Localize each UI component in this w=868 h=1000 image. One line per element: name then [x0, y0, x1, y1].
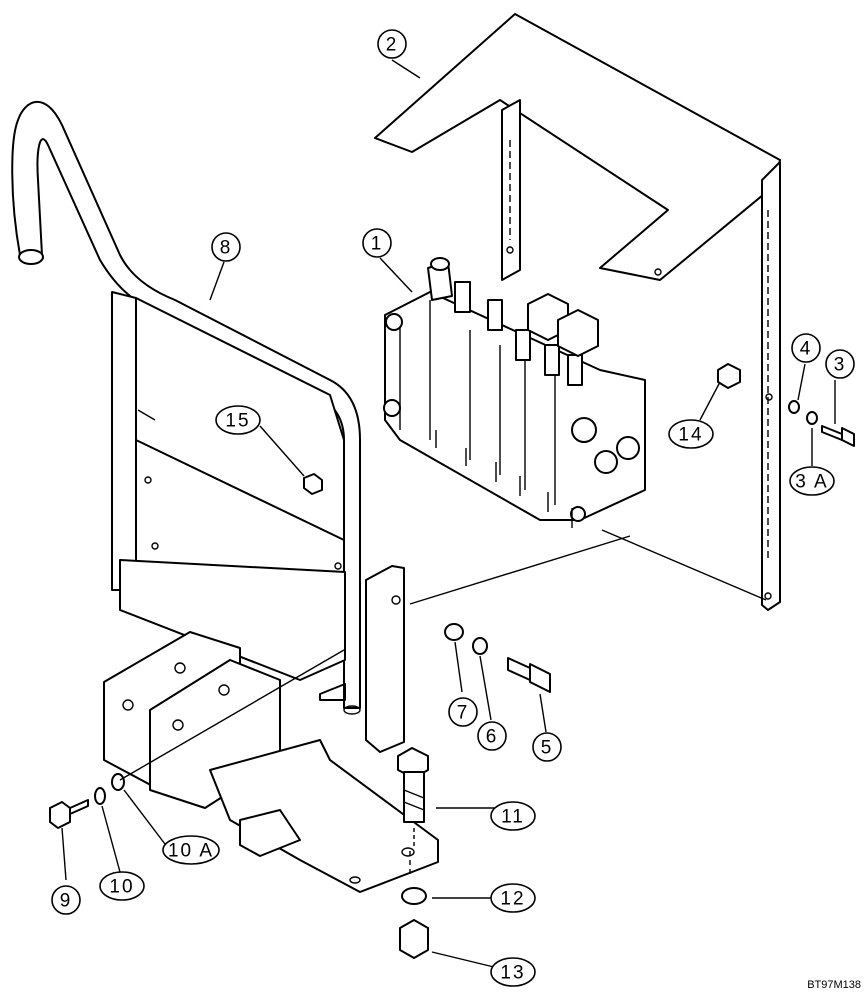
callout-2: 2 — [377, 29, 407, 59]
hardware-parts — [49, 363, 855, 959]
svg-text:8: 8 — [220, 238, 233, 259]
svg-text:4: 4 — [800, 339, 813, 360]
svg-text:3 A: 3 A — [795, 472, 828, 493]
svg-text:10: 10 — [109, 877, 134, 898]
callout-1: 1 — [362, 228, 392, 258]
callout-5: 5 — [532, 732, 562, 762]
callout-4: 4 — [791, 333, 821, 363]
callout-10: 10 — [99, 871, 145, 901]
callout-7: 7 — [448, 697, 478, 727]
callout-6: 6 — [477, 721, 507, 751]
callout-3: 3 — [825, 349, 855, 379]
svg-text:13: 13 — [500, 963, 525, 984]
mounting-bracket-part — [374, 13, 781, 611]
leader-lines — [61, 59, 836, 969]
callout-3a: 3 A — [789, 466, 835, 496]
svg-text:14: 14 — [678, 425, 703, 446]
svg-text:6: 6 — [486, 727, 499, 748]
svg-text:1: 1 — [371, 234, 384, 255]
callout-15: 15 — [215, 405, 261, 435]
svg-text:12: 12 — [500, 889, 525, 910]
callout-12: 12 — [490, 883, 536, 913]
svg-text:7: 7 — [457, 703, 470, 724]
svg-text:5: 5 — [541, 738, 554, 759]
callout-8: 8 — [211, 232, 241, 262]
callout-11: 11 — [490, 801, 536, 831]
callout-13: 13 — [490, 957, 536, 987]
handrail-part — [11, 100, 361, 715]
svg-text:11: 11 — [501, 807, 525, 828]
svg-text:15: 15 — [225, 411, 250, 432]
callout-9: 9 — [51, 885, 81, 915]
svg-text:3: 3 — [834, 355, 847, 376]
control-valve-part — [383, 257, 646, 528]
svg-text:9: 9 — [60, 891, 73, 912]
callout-14: 14 — [668, 419, 714, 449]
callout-10a: 10 A — [162, 835, 220, 865]
drawing-code: BT97M138 — [807, 979, 861, 991]
frame-stand-part — [103, 291, 439, 893]
svg-text:2: 2 — [386, 35, 399, 56]
svg-text:10 A: 10 A — [168, 841, 214, 862]
